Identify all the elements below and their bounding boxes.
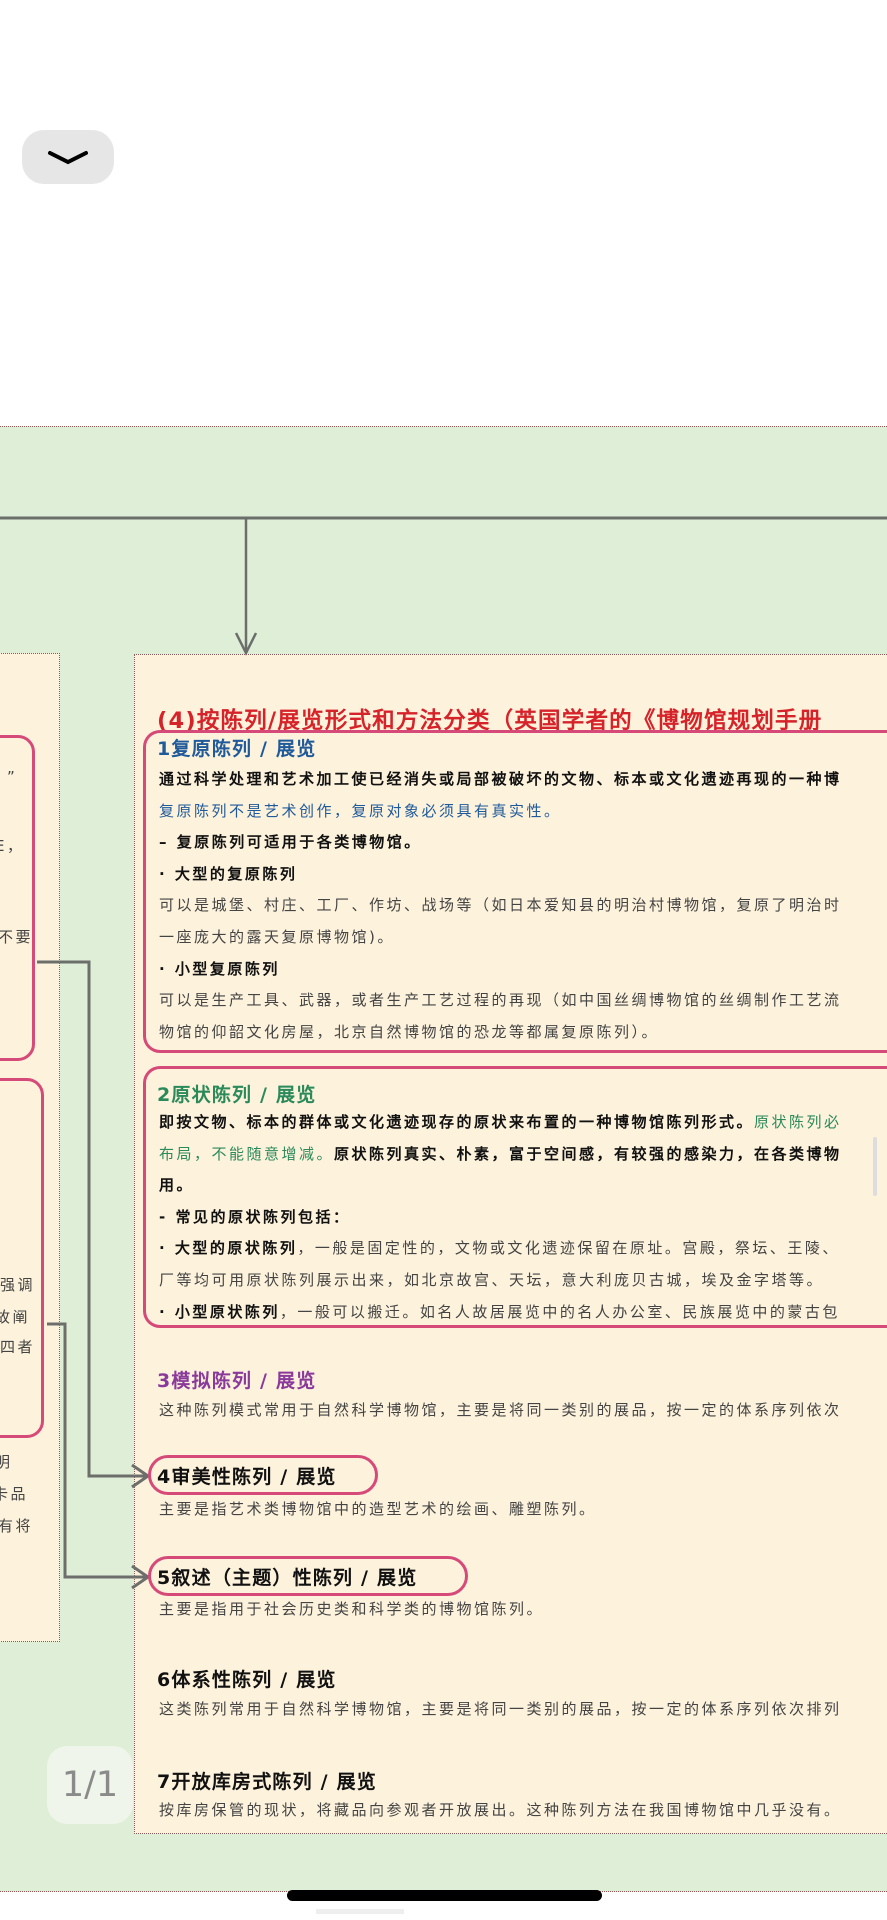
text-segment: - 常见的原状陈列包括： xyxy=(159,1207,351,1226)
connector-line xyxy=(47,1322,147,1579)
body-line: 复原陈列不是艺术创作，复原对象必须具有真实性。 xyxy=(159,796,887,828)
chevron-down-icon xyxy=(48,151,88,165)
body-line: 用。 xyxy=(159,1170,887,1202)
text-segment: 可以是生产工具、武器，或者生产工艺过程的再现（如中国丝绸博物馆的丝绸制作工艺流 xyxy=(159,991,842,1010)
section-title: (4)按陈列/展览形式和方法分类（英国学者的《博物馆规划手册 xyxy=(157,708,823,734)
text-segment: · 小型原状陈列 xyxy=(159,1302,280,1321)
scrollbar[interactable] xyxy=(873,1137,877,1196)
left-text: E， xyxy=(0,837,25,855)
restoration-body: 通过科学处理和艺术加工使已经消失或局部被破坏的文物、标本或文化遗迹再现的一种博复… xyxy=(159,764,887,1048)
text-segment: 通过科学处理和艺术加工使已经消失或局部被破坏的文物、标本或文化遗迹再现的一种博 xyxy=(159,770,842,788)
body-line: 布局，不能随意增减。原状陈列真实、朴素，富于空间感，有较强的感染力，在各类博物 xyxy=(159,1139,887,1171)
left-text: 强调 xyxy=(0,1276,36,1294)
text-segment: 物馆的仰韶文化房屋，北京自然博物馆的恐龙等都属复原陈列）。 xyxy=(159,1022,660,1041)
pill-narrative xyxy=(148,1556,468,1596)
text-segment: 即按文物、标本的群体或文化遗迹现存的原状来布置的一种博物馆陈列形式。 xyxy=(159,1113,755,1131)
text-segment: ，一般是固定性的，文物或文化遗迹保留在原址。宫殿，祭坛、王陵、 xyxy=(297,1239,840,1258)
aesthetic-text: 主要是指艺术类博物馆中的造型艺术的绘画、雕塑陈列。 xyxy=(159,1500,597,1518)
connector-line xyxy=(37,960,147,1478)
text-segment: 复原陈列不是艺术创作，复原对象必须具有真实性。 xyxy=(159,801,562,820)
narrative-text: 主要是指用于社会历史类和科学类的博物馆陈列。 xyxy=(159,1600,545,1618)
pill-aesthetic xyxy=(148,1455,378,1495)
left-text: ” xyxy=(7,768,18,786)
left-text: 四者 xyxy=(0,1338,36,1356)
text-segment: – 复原陈列可适用于各类博物馆。 xyxy=(159,833,422,852)
heading-simulation: 3模拟陈列 / 展览 xyxy=(157,1370,317,1392)
left-card-2 xyxy=(0,1078,44,1438)
main-panel xyxy=(134,654,887,1834)
heading-open-storage: 7开放库房式陈列 / 展览 xyxy=(157,1771,377,1793)
body-line: 可以是城堡、村庄、工厂、作坊、战场等（如日本爱知县的明治村博物馆，复原了明治时 xyxy=(159,890,887,922)
body-line: 可以是生产工具、武器，或者生产工艺过程的再现（如中国丝绸博物馆的丝绸制作工艺流 xyxy=(159,985,887,1017)
left-text: 有将 xyxy=(0,1517,34,1535)
text-segment: 原状陈列真实、朴素，富于空间感，有较强的感染力，在各类博物 xyxy=(334,1144,842,1163)
body-line: 即按文物、标本的群体或文化遗迹现存的原状来布置的一种博物馆陈列形式。原状陈列必 xyxy=(159,1107,887,1139)
body-line: 物馆的仰韶文化房屋，北京自然博物馆的恐龙等都属复原陈列）。 xyxy=(159,1017,887,1049)
heading-aesthetic: 4审美性陈列 / 展览 xyxy=(157,1466,337,1488)
heading-restoration: 1复原陈列 / 展览 xyxy=(157,738,317,760)
home-indicator-shadow xyxy=(316,1909,404,1914)
body-line: 厂等均可用原状陈列展示出来，如北京故宫、天坛，意大利庞贝古城，埃及金字塔等。 xyxy=(159,1265,887,1297)
text-segment: 布局，不能随意增减。 xyxy=(159,1144,335,1163)
original-body: 即按文物、标本的群体或文化遗迹现存的原状来布置的一种博物馆陈列形式。原状陈列必布… xyxy=(159,1107,887,1328)
card-original xyxy=(143,1066,887,1328)
systematic-text: 这类陈列常用于自然科学博物馆，主要是将同一类别的展品，按一定的体系序列依次排列 xyxy=(159,1700,842,1718)
collapse-button[interactable] xyxy=(22,130,114,184)
body-line: 一座庞大的露天复原博物馆)。 xyxy=(159,922,887,954)
heading-narrative: 5叙述（主题）性陈列 / 展览 xyxy=(157,1567,418,1589)
text-segment: · 小型复原陈列 xyxy=(159,959,280,978)
simulation-text: 这种陈列模式常用于自然科学博物馆，主要是将同一类别的展品，按一定的体系序列依次 xyxy=(159,1401,842,1419)
text-segment: 原状陈列必 xyxy=(754,1113,842,1131)
text-segment: · 大型的原状陈列 xyxy=(159,1239,298,1258)
heading-systematic: 6体系性陈列 / 展览 xyxy=(157,1669,337,1691)
text-segment: 用。 xyxy=(159,1176,195,1195)
card-restoration xyxy=(143,730,887,1053)
open-storage-text: 按库房保管的现状，将藏品向参观者开放展出。这种陈列方法在我国博物馆中几乎没有。 xyxy=(159,1801,842,1819)
body-line: · 小型复原陈列 xyxy=(159,954,887,986)
home-indicator[interactable] xyxy=(287,1890,602,1901)
left-panel xyxy=(0,653,60,1642)
left-text: 不要 xyxy=(0,928,34,946)
body-line: – 复原陈列可适用于各类博物馆。 xyxy=(159,827,887,859)
body-line: · 大型的原状陈列，一般是固定性的，文物或文化遗迹保留在原址。宫殿，祭坛、王陵、 xyxy=(159,1233,887,1265)
left-text: 卡品 xyxy=(0,1485,29,1503)
text-segment: 一座庞大的露天复原博物馆)。 xyxy=(159,927,395,946)
text-segment: 可以是城堡、村庄、工厂、作坊、战场等（如日本爱知县的明治村博物馆，复原了明治时 xyxy=(159,896,842,915)
arrow-head-icon xyxy=(234,632,258,656)
left-text: 明 xyxy=(0,1453,13,1471)
text-segment: · 大型的复原陈列 xyxy=(159,864,298,883)
body-line: · 小型原状陈列，一般可以搬迁。如名人故居展览中的名人办公室、民族展览中的蒙古包 xyxy=(159,1297,887,1329)
left-card-1 xyxy=(0,735,35,1061)
body-line: 通过科学处理和艺术加工使已经消失或局部被破坏的文物、标本或文化遗迹再现的一种博 xyxy=(159,764,887,796)
body-line: · 大型的复原陈列 xyxy=(159,859,887,891)
page-indicator: 1/1 xyxy=(47,1746,133,1824)
body-line: - 常见的原状陈列包括： xyxy=(159,1202,887,1234)
text-segment: ，一般可以搬迁。如名人故居展览中的名人办公室、民族展览中的蒙古包 xyxy=(279,1302,840,1321)
text-segment: 厂等均可用原状陈列展示出来，如北京故宫、天坛，意大利庞贝古城，埃及金字塔等。 xyxy=(159,1270,825,1289)
heading-original: 2原状陈列 / 展览 xyxy=(157,1084,317,1106)
left-text: 故阐 xyxy=(0,1308,31,1326)
